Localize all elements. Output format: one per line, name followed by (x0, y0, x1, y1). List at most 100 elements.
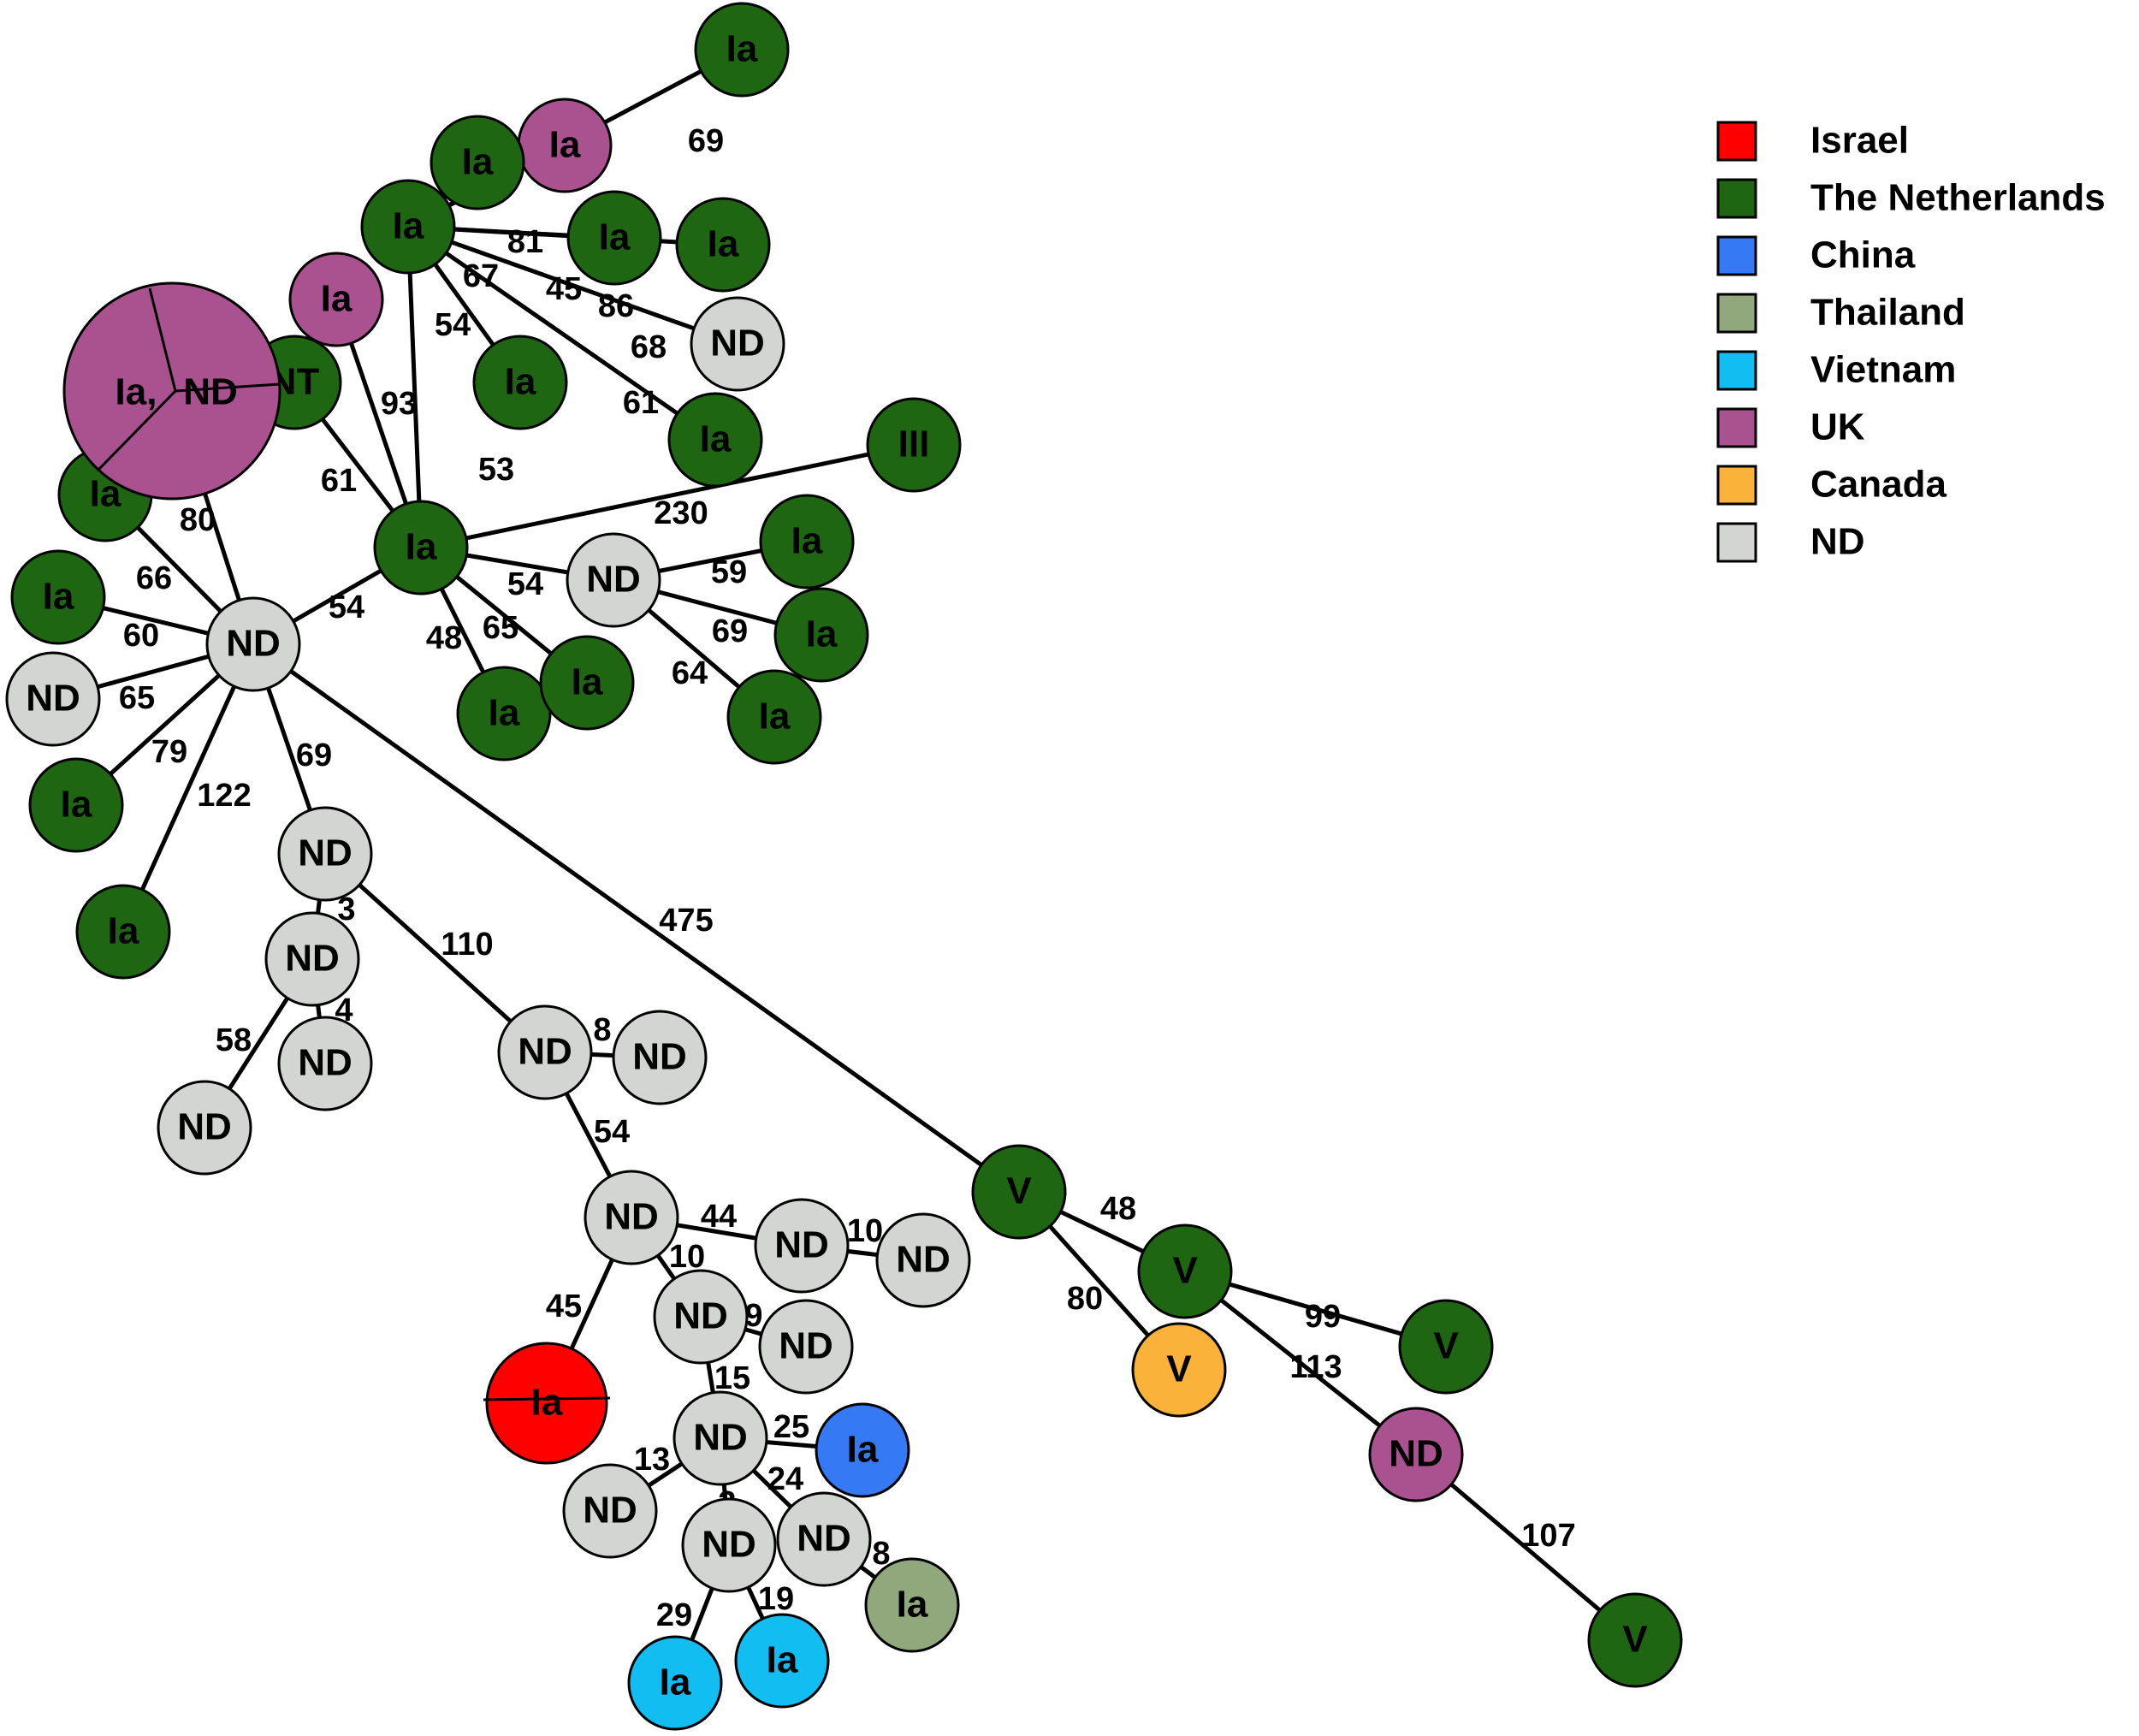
node-circle (653, 1269, 749, 1365)
node-circle (584, 1170, 679, 1265)
edge-distance-label: 25 (773, 1409, 809, 1445)
node-n2: Ia (517, 98, 613, 193)
node-label: ND (604, 1196, 659, 1238)
legend-item: China (1716, 234, 1916, 276)
node-n6: Ia (566, 190, 662, 286)
node-n27: ND (277, 1016, 373, 1111)
edge-n4-n9 (407, 224, 724, 247)
legend-label: Israel (1810, 120, 1909, 162)
node-n12: III (866, 397, 962, 493)
edge-distance-label: 122 (197, 778, 251, 814)
edge-distance-label: 67 (463, 258, 499, 294)
node-label: Ia (599, 216, 631, 258)
node-n23: Ia (10, 549, 106, 645)
node-label: Ia (660, 1662, 691, 1703)
node-circle (5, 651, 101, 747)
edge-distance-label: 64 (672, 655, 708, 691)
node-label: ND (797, 1518, 851, 1560)
legend-swatch (1716, 465, 1757, 506)
edge-distance-label: 8 (593, 1012, 611, 1048)
node-n49: ND (1368, 1407, 1464, 1502)
edge-distance-label: 113 (1289, 1349, 1342, 1385)
edge-distance-label: 69 (712, 613, 748, 649)
edge-distance-label: 29 (656, 1597, 692, 1633)
node-label: V (1166, 1348, 1192, 1390)
legend-swatch (1716, 235, 1757, 276)
node-n4: Ia (360, 179, 456, 275)
node-label: Ia (726, 28, 758, 70)
node-n30: ND (612, 1010, 708, 1105)
node-label: V (1622, 1619, 1648, 1661)
node-n32: ND (584, 1170, 679, 1265)
edge-distance-label: 65 (119, 680, 155, 716)
node-circle (875, 1212, 971, 1308)
node-n13: Ia (373, 500, 469, 595)
legend-item: ND (1716, 521, 1865, 563)
node-circle (157, 1080, 252, 1176)
legend-label: Thailand (1810, 292, 1965, 334)
edge-n25-n29 (323, 852, 547, 1054)
edge-distance-label: 24 (767, 1461, 803, 1497)
edge-distance-label: 79 (151, 734, 187, 770)
node-label: ND (774, 1224, 829, 1266)
edge-distance-label: 53 (478, 452, 514, 488)
node-circle (864, 1557, 960, 1653)
node-label: Ia (572, 661, 603, 703)
legend-item: Thailand (1716, 292, 1965, 334)
edge-distance-label: 48 (426, 620, 462, 656)
node-circle (10, 549, 106, 645)
edge-distance-label: 15 (714, 1360, 750, 1396)
pie-divider (97, 389, 177, 471)
legend-label: ND (1810, 521, 1865, 563)
edge-n19-n45 (252, 642, 1021, 1194)
node-label: ND (226, 623, 281, 665)
edge-distance-label: 13 (634, 1442, 670, 1478)
node-label: ND (26, 678, 80, 720)
pie-divider (148, 287, 177, 392)
node-circle (360, 179, 456, 275)
node-label: Ia (897, 1584, 928, 1626)
node-circle (681, 1497, 777, 1593)
node-n9: Ia (675, 197, 771, 293)
edge-distance-label: 65 (483, 610, 518, 646)
node-circle (277, 1016, 373, 1111)
node-label: Ia (489, 692, 520, 734)
edge-n19-n28 (121, 643, 256, 933)
node-n22: Ia (539, 635, 635, 731)
node-n18: Ia (726, 669, 822, 765)
node-circle (673, 1390, 768, 1486)
node-circle (277, 806, 373, 902)
node-label: ND (673, 1295, 728, 1337)
legend-label: The Netherlands (1810, 177, 2106, 219)
edge-distance-label: 110 (441, 927, 493, 963)
node-circle (1137, 1223, 1233, 1319)
node-label: V (1172, 1250, 1198, 1292)
node-n36: Ia (483, 1342, 611, 1465)
edge-distance-label: 66 (136, 560, 172, 596)
node-circle (264, 911, 360, 1007)
legend-label: Vietnam (1810, 349, 1956, 391)
edge-distance-label: 80 (180, 502, 216, 538)
node-n8: ND (690, 296, 785, 392)
edge-n4-n10 (406, 224, 717, 442)
node-circle (754, 1198, 850, 1294)
edge-distance-label: 48 (1100, 1191, 1136, 1227)
node-n17: Ia (773, 587, 869, 683)
edge-distance-label: 107 (1521, 1518, 1575, 1554)
legend-label: Canada (1810, 464, 1946, 506)
node-n1: Ia (694, 2, 790, 98)
node-n41: ND (776, 1491, 872, 1587)
node-label: Ia (767, 1639, 798, 1681)
node-label: ND (518, 1031, 572, 1073)
node-n50: V (1587, 1592, 1683, 1688)
edge-distance-label: 45 (546, 271, 582, 307)
edge-distance-label: 54 (594, 1114, 630, 1150)
edge-distance-label: 230 (654, 495, 708, 531)
node-circle (690, 296, 785, 392)
node-n48: V (1398, 1299, 1494, 1395)
node-n25: ND (277, 806, 373, 902)
node-label: ND (285, 938, 340, 980)
node-circle (773, 587, 869, 683)
